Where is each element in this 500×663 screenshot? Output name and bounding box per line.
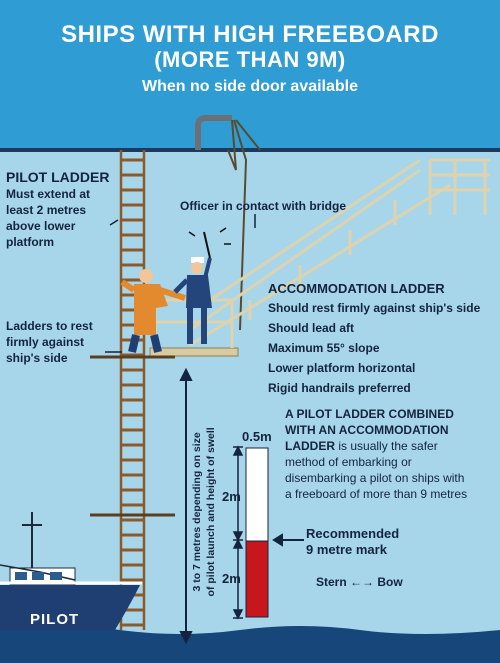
pilot-ladder-heading: PILOT LADDER	[6, 169, 110, 185]
ladders-rest-line-1: Ladders to rest	[6, 319, 93, 333]
scale-bar-red	[245, 540, 269, 618]
pointer-pilot-ladder	[109, 219, 119, 226]
boat-label: PILOT	[30, 611, 80, 628]
scale-bar-white	[245, 447, 269, 542]
deck-line	[0, 148, 500, 152]
stern-bow: Stern ←→ Bow	[316, 575, 403, 589]
accommodation-point-4: Lower platform horizontal	[268, 361, 416, 375]
accommodation-point-2: Should lead aft	[268, 321, 355, 335]
scale-label-top: 0.5m	[242, 429, 272, 444]
stern-bow-arrow: ←→	[350, 575, 375, 589]
lower-platform	[149, 347, 239, 357]
subtitle: When no side door available	[141, 78, 359, 95]
vertical-note-2: of pilot launch and height of swell	[205, 427, 218, 597]
bow-label: Bow	[377, 575, 403, 589]
ladders-rest-line-3: ship's side	[6, 351, 68, 365]
crane-cable-2	[235, 119, 261, 151]
combined-heading-2: WITH AN ACCOMMODATION	[285, 423, 449, 437]
pilot-ladder-line-4: platform	[6, 235, 54, 249]
combined-line-4: a freeboard of more than 9 metres	[285, 487, 468, 501]
pilot-figure	[120, 269, 186, 353]
sea	[0, 626, 500, 663]
height-arrow	[179, 367, 193, 645]
accommodation-point-5: Rigid handrails preferred	[268, 381, 411, 395]
combined-line-3: disembarking a pilot on ships with	[285, 471, 465, 485]
sky-background	[0, 0, 500, 160]
recommended-line-1: Recommended	[306, 526, 400, 541]
officer-label: Officer in contact with bridge	[180, 199, 347, 213]
title-line-2: (MORE THAN 9M)	[154, 47, 346, 72]
stern-label: Stern	[316, 575, 347, 589]
combined-line-2: method of embarking or	[285, 455, 412, 469]
pilot-ladder-line-1: Must extend at	[6, 187, 91, 201]
accommodation-heading: ACCOMMODATION LADDER	[268, 281, 445, 296]
accommodation-point-1: Should rest firmly against ship's side	[268, 301, 481, 315]
scale-bar-dimension-lines	[232, 445, 244, 620]
crane-cable-3	[227, 119, 237, 171]
title-line-1: SHIPS WITH HIGH FREEBOARD	[61, 21, 439, 48]
combined-heading-1: A PILOT LADDER COMBINED	[285, 407, 454, 421]
officer-figure	[173, 227, 231, 344]
vertical-note-1: 3 to 7 metres depending on size	[191, 432, 204, 592]
scale-label-bottom: 2m	[222, 571, 241, 586]
crane	[195, 115, 232, 150]
pilot-boat	[0, 512, 142, 630]
combined-heading-3: LADDER	[285, 439, 335, 453]
crane-cable	[233, 119, 248, 331]
recommended-line-2: 9 metre mark	[306, 542, 387, 557]
scale-label-mid: 2m	[222, 489, 241, 504]
accommodation-point-3: Maximum 55° slope	[268, 341, 380, 355]
pilot-ladder-line-2: least 2 metres	[6, 203, 87, 217]
combined-line-1-rest: is usually the safer	[338, 439, 438, 453]
combined-line-1: LADDER is usually the safer	[285, 439, 438, 453]
pilot-ladder-line-3: above lower	[6, 219, 76, 233]
ladders-rest-line-2: firmly against	[6, 335, 85, 349]
recommended-arrow	[272, 533, 304, 547]
